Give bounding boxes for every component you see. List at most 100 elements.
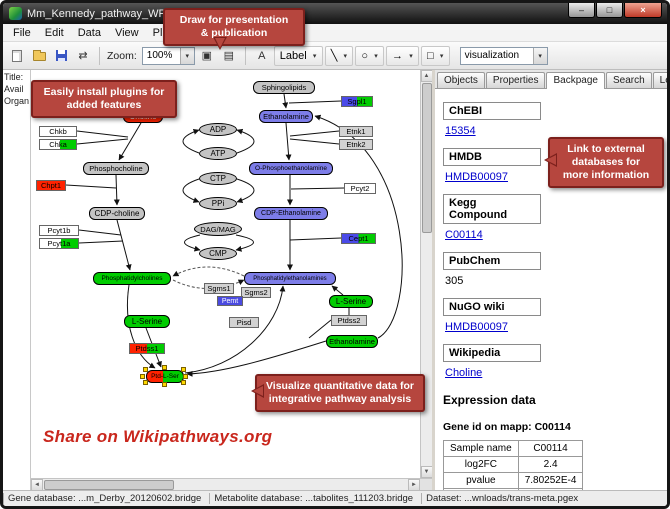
selection-handle[interactable] — [183, 374, 188, 379]
pathway-edge[interactable] — [116, 219, 132, 271]
chebi-id-link[interactable]: 15354 — [445, 125, 476, 137]
pathway-edge[interactable] — [184, 285, 286, 374]
close-button[interactable]: × — [624, 3, 662, 18]
kegg-id-link[interactable]: C00114 — [445, 229, 483, 241]
pathway-edge[interactable] — [290, 187, 345, 190]
node-atp[interactable]: ATP — [199, 147, 237, 160]
node-chkb[interactable]: Chkb — [39, 126, 77, 137]
pathway-edge[interactable] — [184, 234, 201, 252]
node-ppi[interactable]: PPi — [199, 197, 237, 210]
zoom-combobox[interactable]: 100% ▾ — [141, 46, 195, 65]
node-cmp[interactable]: CMP — [199, 247, 237, 260]
zoom-fit-button[interactable]: ▣ — [201, 50, 212, 62]
selection-handle[interactable] — [162, 365, 167, 370]
hmdb-id-link[interactable]: HMDB00097 — [445, 171, 508, 183]
pathway-edge[interactable] — [289, 237, 342, 241]
pathway-edge[interactable] — [285, 122, 292, 161]
node-sgms2[interactable]: Sgms2 — [241, 287, 271, 298]
open-file-button[interactable] — [29, 46, 49, 66]
node-phosphocholine[interactable]: Phosphocholine — [83, 162, 149, 175]
template-tool-button[interactable]: □ ▾ — [420, 45, 450, 66]
scroll-down-icon[interactable]: ▼ — [420, 466, 433, 478]
node-ctp[interactable]: CTP — [199, 172, 237, 185]
text-tool-button[interactable]: A — [258, 49, 266, 62]
pathway-edge[interactable] — [288, 100, 342, 104]
pathway-edge[interactable] — [282, 93, 289, 109]
arrow-tool-button[interactable]: → ▾ — [385, 45, 419, 66]
node-dag-mag[interactable]: DAG/MAG — [194, 222, 242, 236]
pathway-edge[interactable] — [236, 178, 255, 203]
minimize-button[interactable]: – — [568, 3, 595, 18]
scroll-up-icon[interactable]: ▲ — [420, 70, 433, 82]
pathway-edge-dashed[interactable] — [172, 266, 245, 277]
node-cdp-choline[interactable]: CDP-choline — [89, 207, 145, 220]
node-sgpl1[interactable]: Sgpl1 — [341, 96, 373, 107]
horizontal-scrollbar[interactable]: ◄ ► — [31, 478, 420, 491]
node-chpt1[interactable]: Chpt1 — [36, 180, 66, 191]
wikipedia-link[interactable]: Choline — [445, 367, 483, 379]
selection-handle[interactable] — [140, 374, 145, 379]
node-cept1[interactable]: Cept1 — [341, 233, 376, 244]
node-sphingolipids[interactable]: Sphingolipids — [253, 81, 315, 94]
selection-handle[interactable] — [143, 367, 148, 372]
pathway-edge[interactable] — [76, 130, 129, 138]
node-chka[interactable]: Chka — [39, 139, 77, 150]
pathway-edge[interactable] — [113, 174, 120, 206]
pathway-edge[interactable] — [182, 178, 200, 203]
selection-handle[interactable] — [181, 380, 186, 385]
menu-view[interactable]: View — [114, 26, 139, 39]
pathway-edge[interactable] — [289, 130, 340, 137]
panel-splitter[interactable] — [432, 70, 435, 490]
pathway-canvas[interactable]: Sphingolipids Sgpl1 Ethanolamine Etnk1 E… — [31, 70, 420, 478]
pathway-edge[interactable] — [78, 229, 122, 236]
node-ptdss1[interactable]: Ptdss1 — [129, 343, 165, 354]
pathway-edge[interactable] — [126, 284, 156, 369]
node-l-serine-right[interactable]: L-Serine — [329, 295, 373, 308]
shape-tool-button[interactable]: ○ ▾ — [355, 45, 384, 66]
zoom-width-button[interactable]: ▤ — [223, 50, 234, 62]
node-etnk2[interactable]: Etnk2 — [339, 139, 373, 150]
new-file-button[interactable] — [7, 46, 27, 66]
node-phosphatidylethanolamines[interactable]: Phosphatidylethanolamines — [244, 272, 336, 285]
node-etnk1[interactable]: Etnk1 — [339, 126, 373, 137]
tab-objects[interactable]: Objects — [437, 72, 485, 88]
nugo-id-link[interactable]: HMDB00097 — [445, 321, 508, 333]
node-l-serine-left[interactable]: L-Serine — [124, 315, 170, 328]
node-cdp-ethanolamine[interactable]: CDP-Ethanolamine — [254, 207, 328, 220]
node-ethanolamine-top[interactable]: Ethanolamine — [259, 110, 313, 123]
scroll-right-icon[interactable]: ► — [408, 478, 420, 491]
label-tool-button[interactable]: Label ▾ — [273, 45, 323, 66]
tab-legend[interactable]: Legend — [652, 72, 667, 88]
pathway-edge[interactable] — [76, 138, 129, 145]
node-pcyt2[interactable]: Pcyt2 — [344, 183, 376, 194]
node-sgms1[interactable]: Sgms1 — [204, 283, 234, 294]
node-pcyt1a[interactable]: Pcyt1a — [39, 238, 79, 249]
node-ethanolamine-right[interactable]: Ethanolamine — [326, 335, 378, 348]
import-export-button[interactable]: ⇄ — [78, 50, 88, 62]
menu-data[interactable]: Data — [77, 26, 101, 39]
node-ptdss2[interactable]: Ptdss2 — [331, 315, 367, 326]
pathway-edge[interactable] — [331, 285, 344, 296]
maximize-button[interactable]: □ — [596, 3, 623, 18]
node-o-phosphoethanolamine[interactable]: O-Phosphoethanolamine — [249, 162, 333, 175]
node-pcyt1b[interactable]: Pcyt1b — [39, 225, 79, 236]
node-pisd[interactable]: Pisd — [229, 317, 259, 328]
menu-file[interactable]: File — [13, 26, 31, 39]
horizontal-scrollbar-thumb[interactable] — [44, 479, 174, 490]
pathway-edge[interactable] — [308, 319, 332, 339]
vertical-scrollbar-thumb[interactable] — [421, 83, 432, 233]
pathway-edge[interactable] — [182, 128, 200, 154]
selection-handle[interactable] — [162, 382, 167, 387]
pathway-edge[interactable] — [236, 128, 255, 154]
selection-handle[interactable] — [143, 380, 148, 385]
node-phosphatidylcholines[interactable]: Phosphatidylcholines — [93, 272, 171, 285]
pathway-edge[interactable] — [235, 234, 254, 252]
tab-search[interactable]: Search — [605, 72, 652, 88]
pathway-edge[interactable] — [78, 240, 124, 244]
scroll-left-icon[interactable]: ◄ — [31, 478, 43, 491]
tab-properties[interactable]: Properties — [485, 72, 546, 88]
pathway-edge[interactable] — [118, 122, 142, 161]
vertical-scrollbar[interactable]: ▲ ▼ — [420, 70, 433, 478]
save-button[interactable] — [51, 46, 71, 66]
selection-handle[interactable] — [181, 367, 186, 372]
